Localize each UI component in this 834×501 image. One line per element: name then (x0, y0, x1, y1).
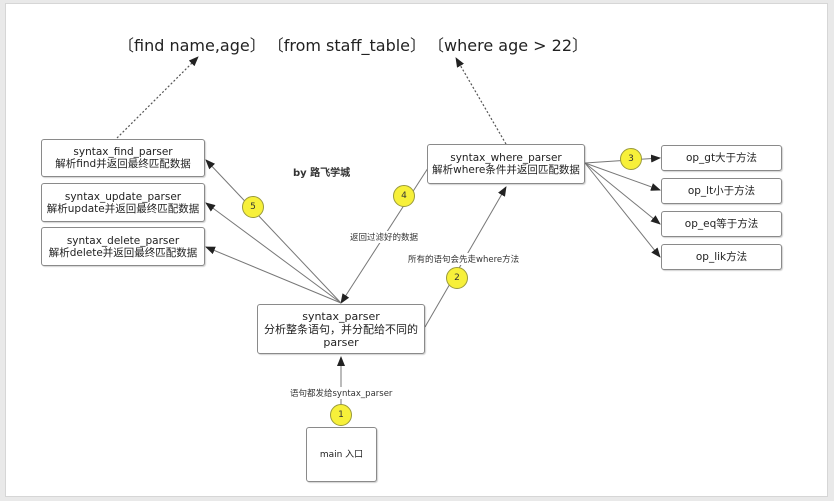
node-desc: 分析整条语句，并分配给不同的parser (264, 322, 418, 349)
edge-label-where-to-parser: 返回过滤好的数据 (350, 231, 419, 243)
node-op-lt: op_lt小于方法 (661, 178, 782, 204)
parser-to-find-arrow (205, 159, 342, 304)
node-desc: 解析delete并返回最终匹配数据 (48, 246, 198, 259)
find-to-query-arrow (116, 56, 199, 139)
edge-label-parser-to-where: 所有的语句会先走where方法 (408, 253, 520, 265)
node-where-parser: syntax_where_parser 解析where条件并返回匹配数据 (427, 144, 585, 184)
node-desc: 解析update并返回最终匹配数据 (46, 202, 200, 215)
node-title: main 入口 (319, 449, 364, 460)
node-title: syntax_parser (302, 309, 380, 323)
node-delete-parser: syntax_delete_parser 解析delete并返回最终匹配数据 (41, 227, 205, 266)
where-to-lik-arrow (584, 162, 661, 258)
node-desc: 解析where条件并返回匹配数据 (432, 164, 580, 176)
step-badge-4: 4 (393, 185, 415, 207)
node-update-parser: syntax_update_parser 解析update并返回最终匹配数据 (41, 183, 205, 222)
step-badge-5: 5 (242, 196, 264, 218)
node-title: op_lik方法 (695, 251, 748, 263)
edge-label-main-to-parser: 语句都发给syntax_parser (290, 387, 393, 399)
node-title: syntax_find_parser (73, 146, 173, 158)
node-op-gt: op_gt大于方法 (661, 145, 782, 171)
node-syntax-parser: syntax_parser 分析整条语句，并分配给不同的parser (257, 304, 425, 354)
node-main-entry: main 入口 (306, 427, 377, 482)
parser-to-delete-arrow (205, 246, 342, 304)
parser-to-update-arrow (205, 202, 342, 304)
node-title: syntax_delete_parser (66, 234, 180, 247)
node-title: op_gt大于方法 (685, 152, 758, 164)
node-op-lik: op_lik方法 (661, 244, 782, 270)
where-to-eq-arrow (584, 162, 661, 225)
credit-text: by 路飞学城 (293, 168, 351, 179)
step-badge-2: 2 (446, 267, 468, 289)
step-badge-3: 3 (620, 148, 642, 170)
node-title: op_lt小于方法 (687, 185, 756, 197)
node-title: op_eq等于方法 (684, 218, 759, 230)
query-statement: 〔find name,age〕 〔from staff_table〕 〔wher… (118, 32, 588, 56)
node-title: syntax_update_parser (64, 190, 182, 203)
step-badge-1: 1 (330, 404, 352, 426)
query-find-segment: 〔find name,age〕 (118, 36, 266, 55)
query-from-segment: 〔from staff_table〕 (267, 36, 427, 55)
where-to-lt-arrow (584, 162, 661, 191)
node-title: syntax_where_parser (450, 152, 562, 164)
query-where-segment: 〔where age > 22〕 (428, 36, 589, 55)
node-desc: 解析find并返回最终匹配数据 (55, 158, 191, 170)
node-find-parser: syntax_find_parser 解析find并返回最终匹配数据 (41, 139, 205, 177)
where-to-query-arrow (455, 57, 507, 145)
node-op-eq: op_eq等于方法 (661, 211, 782, 237)
